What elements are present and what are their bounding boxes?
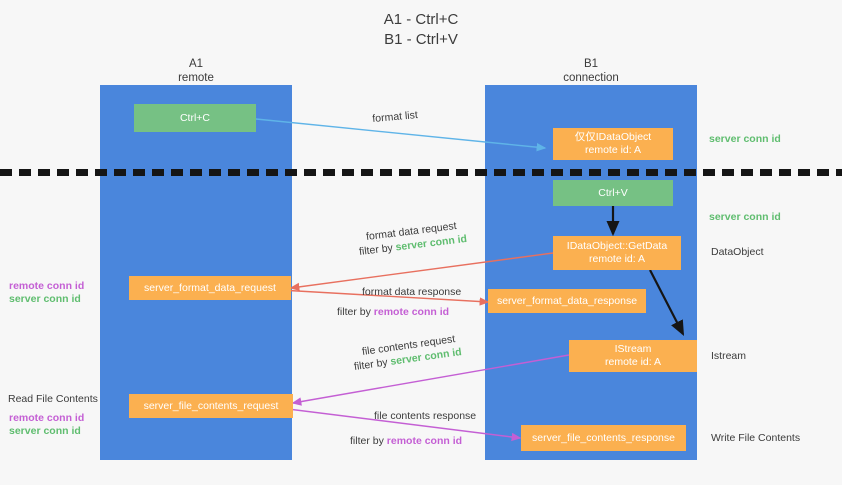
annotation-dataobject-text: DataObject [711, 246, 764, 258]
box-server-file-contents-request-label: server_file_contents_request [143, 399, 279, 412]
label-fcresp-filter-prefix: filter by [350, 435, 387, 447]
label-format-data-response-text: format data response [362, 286, 462, 298]
label-file-contents-response-filter: filter by remote conn id [350, 434, 462, 448]
annotation-read-file-contents-text: Read File Contents [8, 393, 98, 405]
annotation-istream: Istream [711, 350, 746, 363]
annotation-remote-conn-id-2: remote conn id [9, 412, 84, 425]
lane-a1-title: A1 [188, 58, 204, 70]
label-fcresp-filter-value: remote conn id [386, 435, 463, 447]
annotation-server-conn-id-top-text: server conn id [709, 133, 781, 145]
box-getdata-line2: remote id: A [588, 253, 646, 265]
annotation-remote-conn-id-1: remote conn id [9, 280, 84, 293]
annotation-server-conn-id-2: server conn id [9, 425, 81, 438]
annotation-read-file-contents: Read File Contents [8, 393, 98, 406]
page-title: A1 - Ctrl+C B1 - Ctrl+V [0, 10, 842, 50]
label-format-list: format list [372, 108, 419, 126]
annotation-remote-conn-id-2-text: remote conn id [9, 412, 85, 424]
label-format-data-response: format data response [362, 285, 461, 299]
box-idataobject-top-line2: remote id: A [584, 144, 642, 156]
box-server-file-contents-request[interactable]: server_file_contents_request [129, 394, 293, 418]
label-fdr-filter-prefix: filter by [358, 241, 397, 259]
lane-b1-title: B1 [583, 58, 599, 70]
lane-a1-subtitle: remote [178, 71, 214, 84]
box-idataobject-getdata[interactable]: IDataObject::GetData remote id: A [553, 236, 681, 270]
box-server-format-data-response[interactable]: server_format_data_response [488, 289, 646, 313]
label-fcr-filter-prefix: filter by [353, 356, 392, 374]
annotation-server-conn-id-1-text: server conn id [9, 293, 81, 305]
annotation-server-conn-id-mid-text: server conn id [709, 211, 781, 223]
annotation-server-conn-id-mid: server conn id [709, 211, 781, 224]
label-file-contents-response: file contents response [374, 409, 476, 423]
label-format-data-response-filter: filter by remote conn id [337, 305, 449, 319]
box-server-file-contents-response[interactable]: server_file_contents_response [521, 425, 686, 451]
label-file-contents-response-text: file contents response [374, 410, 477, 422]
annotation-server-conn-id-top: server conn id [709, 133, 781, 146]
lane-header-b1: B1 connection [485, 58, 697, 85]
annotation-remote-conn-id-1-text: remote conn id [9, 280, 85, 292]
box-getdata-line1: IDataObject::GetData [566, 240, 668, 252]
box-server-file-contents-response-label: server_file_contents_response [531, 431, 675, 444]
lane-b1-subtitle: connection [563, 71, 619, 84]
annotation-write-file-contents-text: Write File Contents [711, 432, 801, 444]
box-server-format-data-response-label: server_format_data_response [496, 294, 638, 307]
title-line-1: A1 - Ctrl+C [383, 11, 459, 28]
label-format-list-text: format list [371, 109, 419, 126]
box-istream-line1: IStream [614, 343, 652, 355]
box-idataobject-top-line1: 仅仅IDataObject [574, 131, 652, 143]
box-ctrl-v-label: Ctrl+V [598, 186, 628, 199]
box-server-format-data-request[interactable]: server_format_data_request [129, 276, 291, 300]
phase-divider [0, 169, 842, 176]
box-idataobject-top[interactable]: 仅仅IDataObject remote id: A [553, 128, 673, 160]
annotation-server-conn-id-1: server conn id [9, 293, 81, 306]
label-fdresp-filter-prefix: filter by [337, 306, 374, 318]
annotation-server-conn-id-2-text: server conn id [9, 425, 81, 437]
annotation-dataobject: DataObject [711, 246, 764, 259]
box-ctrl-v[interactable]: Ctrl+V [553, 180, 673, 206]
label-fdresp-filter-value: remote conn id [373, 306, 450, 318]
box-ctrl-c[interactable]: Ctrl+C [134, 104, 256, 132]
box-ctrl-c-label: Ctrl+C [179, 111, 211, 124]
box-istream[interactable]: IStream remote id: A [569, 340, 697, 372]
annotation-write-file-contents: Write File Contents [711, 432, 800, 445]
box-istream-line2: remote id: A [604, 356, 662, 368]
lane-header-a1: A1 remote [100, 58, 292, 85]
annotation-istream-text: Istream [711, 350, 747, 362]
box-server-format-data-request-label: server_format_data_request [144, 281, 276, 294]
title-line-2: B1 - Ctrl+V [384, 31, 458, 48]
